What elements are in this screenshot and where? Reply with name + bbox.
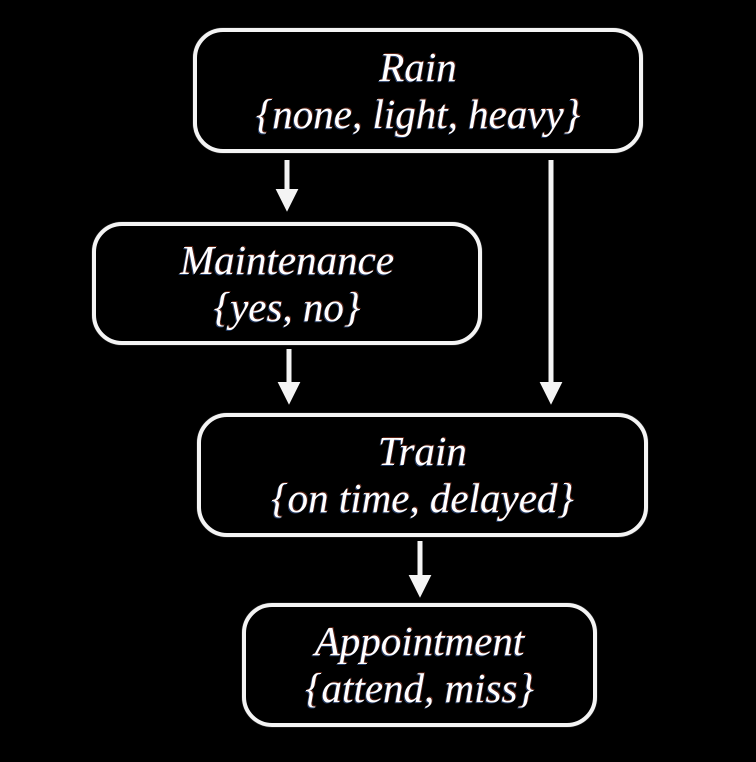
node-appointment: Appointment {attend, miss} <box>242 603 597 727</box>
node-train: Train {on time, delayed} <box>197 413 648 537</box>
node-appointment-label: Appointment <box>314 618 525 664</box>
node-maintenance: Maintenance {yes, no} <box>92 222 482 345</box>
node-maintenance-values: {yes, no} <box>213 283 361 330</box>
node-rain: Rain {none, light, heavy} <box>193 28 643 153</box>
node-maintenance-label: Maintenance <box>179 236 395 283</box>
node-appointment-values: {attend, miss} <box>305 665 534 711</box>
node-train-values: {on time, delayed} <box>271 475 574 521</box>
node-train-label: Train <box>378 428 467 474</box>
node-rain-values: {none, light, heavy} <box>255 90 581 137</box>
node-rain-label: Rain <box>379 43 457 90</box>
